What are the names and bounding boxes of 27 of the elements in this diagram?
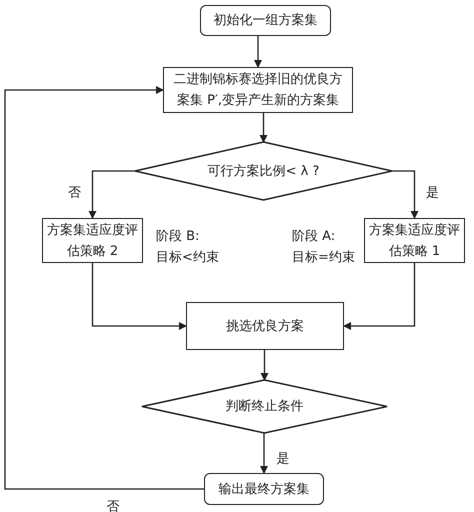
process-box [200, 5, 331, 36]
edge-label: 是 [426, 186, 439, 200]
edge-label: 否 [106, 500, 120, 512]
edge-label: 否 [68, 186, 81, 200]
process-box [163, 67, 353, 113]
edge-label: 是 [276, 452, 290, 466]
arrow [92, 263, 187, 330]
arrow [4, 86, 204, 490]
arrow [343, 263, 416, 330]
node-label: 判断终止条件 [226, 398, 304, 416]
node-label: 方案集适应度评估策略 1 [369, 222, 460, 260]
arrow [392, 170, 418, 219]
node-label: 输出最终方案集 [218, 480, 310, 498]
node-label: 挑选优良方案 [226, 318, 304, 336]
arrow [254, 36, 262, 68]
node-label: 初始化一组方案集 [214, 12, 318, 30]
arrow [88, 170, 135, 219]
arrow [260, 113, 268, 143]
process-box [204, 473, 324, 505]
arrow [260, 433, 268, 474]
process-box [186, 302, 344, 350]
node-label: 方案集适应度评估策略 2 [47, 222, 138, 260]
stage-note: 阶段 A: 目标=约束 [292, 228, 356, 267]
node-label: 二进制锦标赛选择旧的优良方案集 P′,变异产生新的方案集 [172, 71, 344, 110]
arrow [260, 350, 268, 381]
stage-note: 阶段 B: 目标<约束 [156, 228, 220, 267]
node-label: 可行方案比例< λ ? [208, 162, 320, 180]
